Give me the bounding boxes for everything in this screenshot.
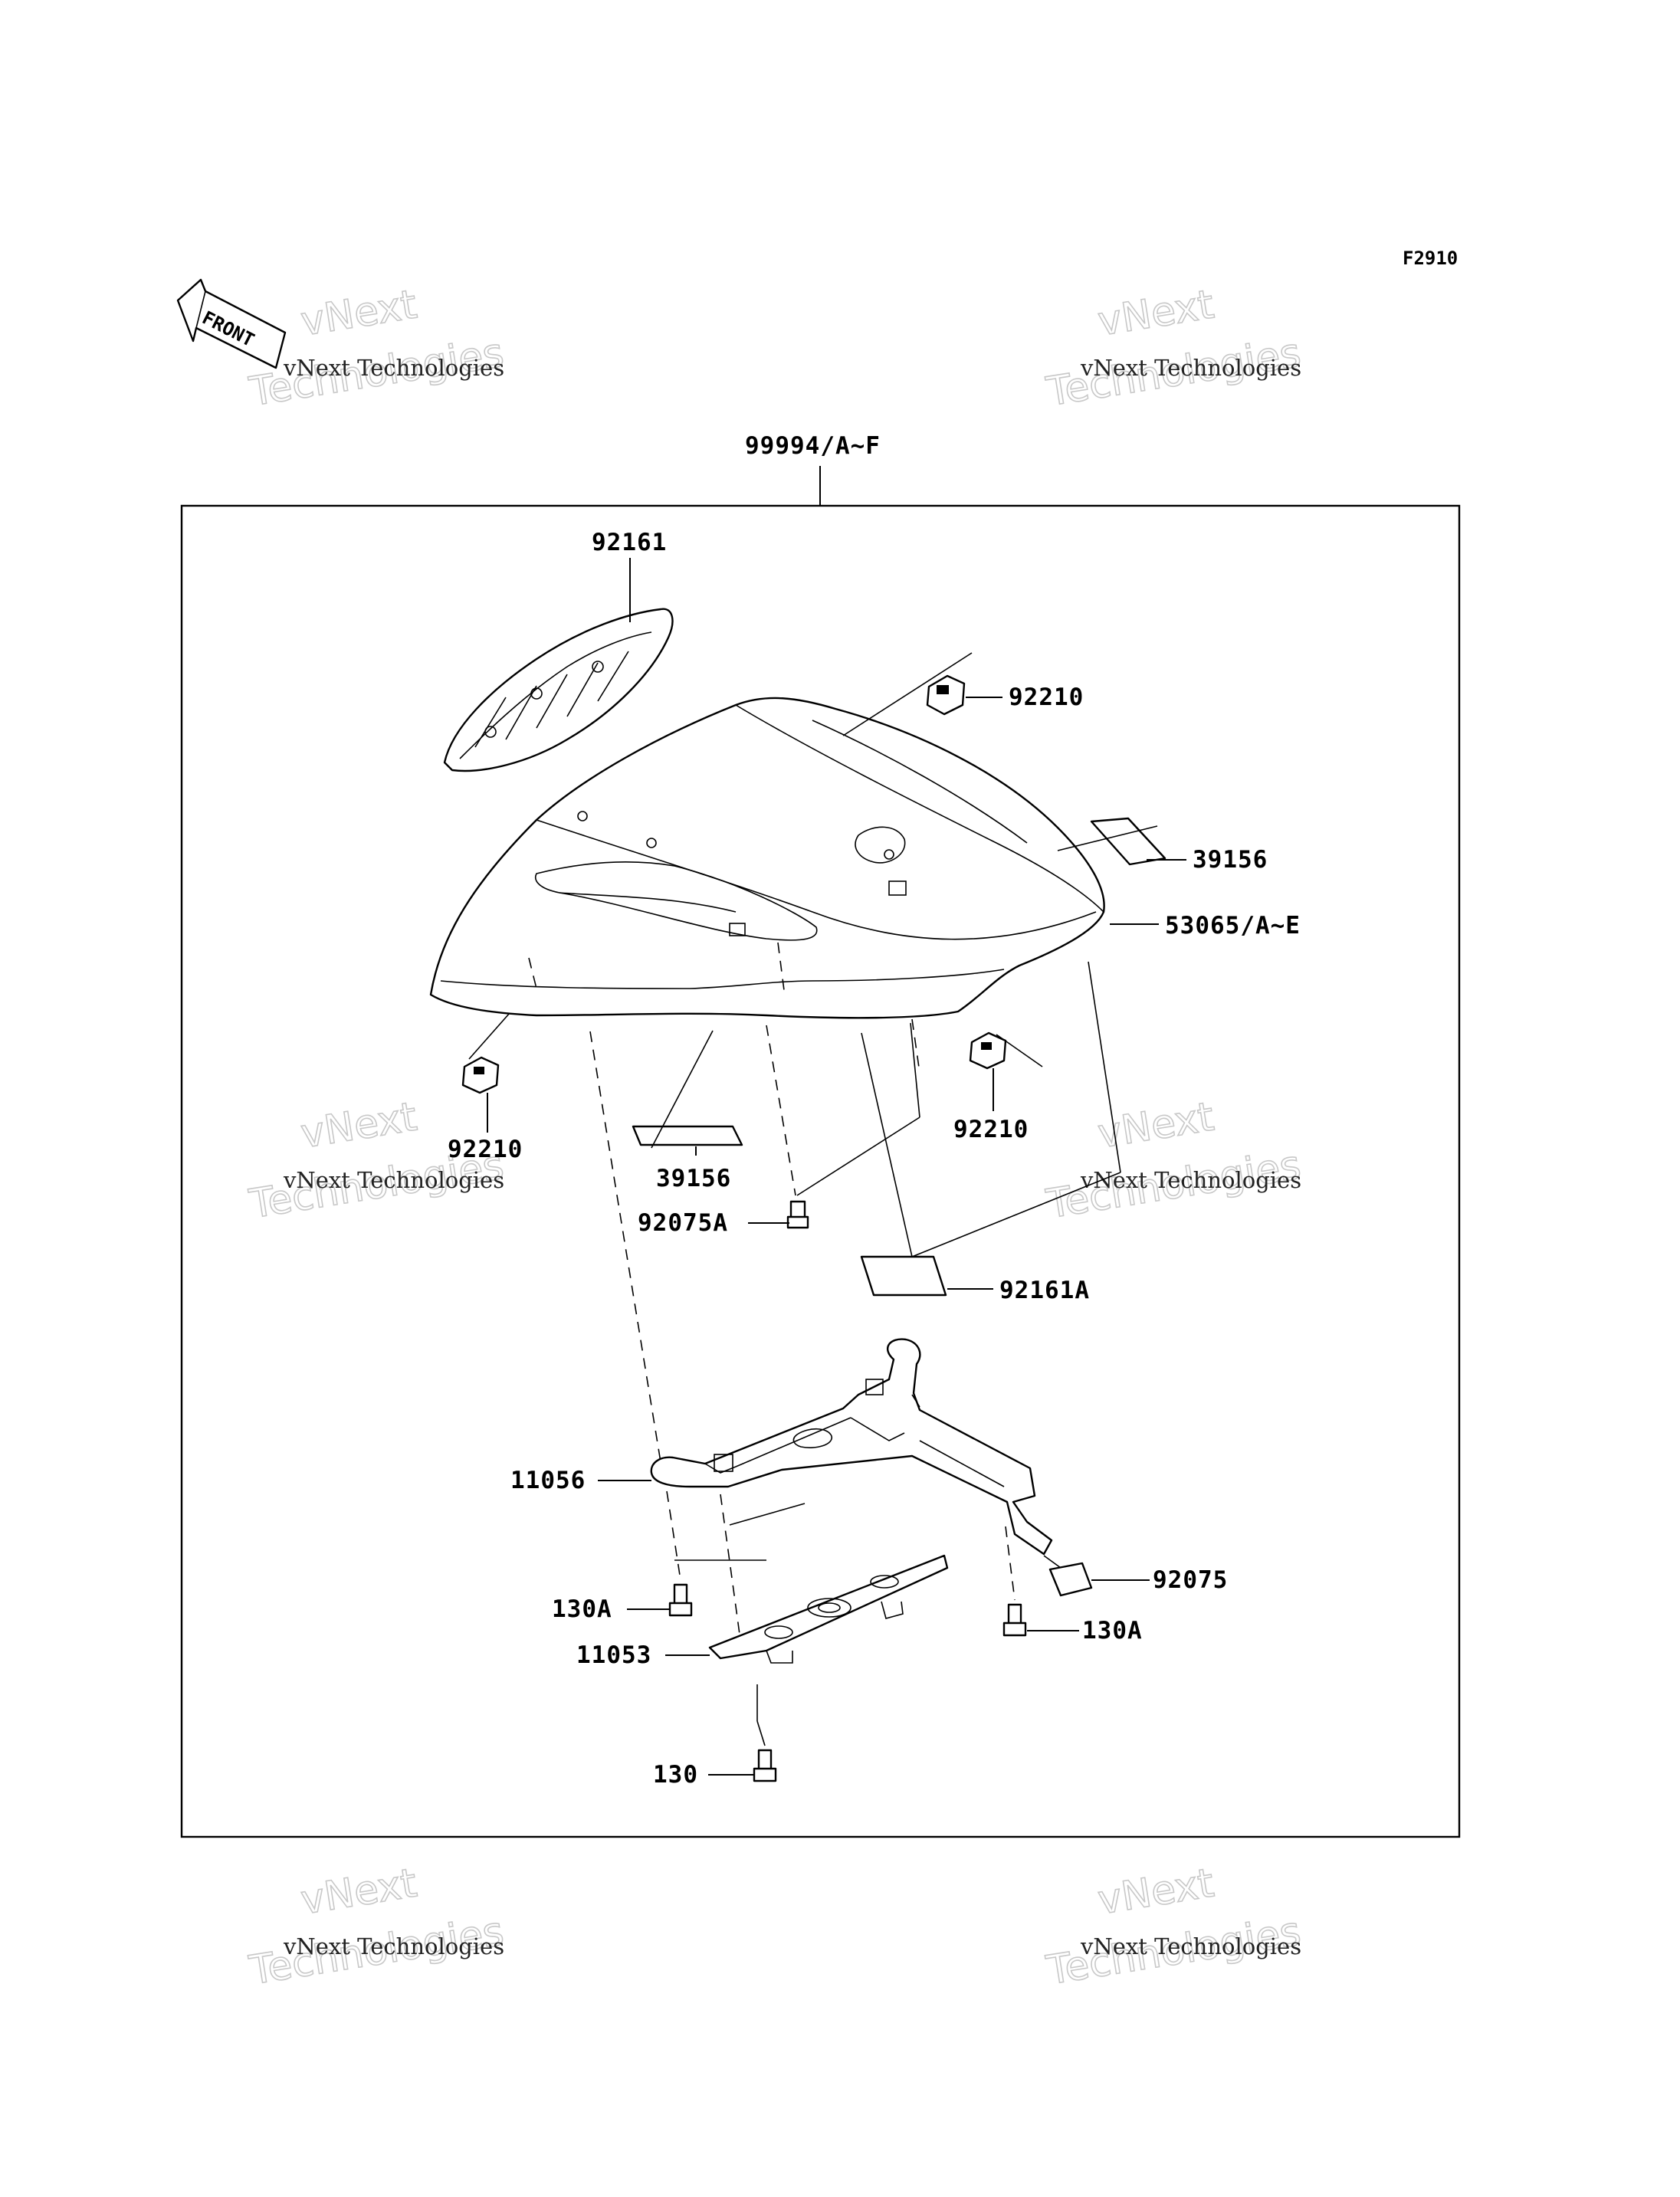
svg-text:vNext Technologies: vNext Technologies: [283, 1933, 504, 1959]
svg-text:vNext: vNext: [1095, 282, 1217, 346]
label-pad-right: 39156: [1193, 846, 1268, 874]
plate-part: [665, 1494, 949, 1664]
svg-text:vNext Technologies: vNext Technologies: [1080, 1933, 1301, 1959]
bolt-right-part: [1002, 1526, 1079, 1637]
damper-part: [1043, 1555, 1150, 1597]
seat-cowl-part: [429, 697, 1105, 1019]
diagram-code: F2910: [1403, 248, 1458, 269]
svg-text:vNext: vNext: [298, 1861, 420, 1924]
label-bolt-right: 130A: [1082, 1617, 1143, 1644]
front-arrow-icon: FRONT: [176, 278, 287, 369]
label-seat-cowl: 53065/A~E: [1165, 912, 1301, 939]
label-nut-right: 92210: [953, 1116, 1029, 1143]
svg-text:vNext Technologies: vNext Technologies: [1080, 355, 1301, 381]
pad-bottom-part: [632, 1030, 743, 1156]
bolt-left-part: [627, 1490, 693, 1617]
label-bracket: 11056: [510, 1467, 586, 1494]
kit-frame: [180, 504, 1461, 1838]
bracket-part: [589, 1031, 1053, 1556]
label-screw: 92075A: [638, 1209, 728, 1237]
label-nut-top: 92210: [1009, 684, 1084, 711]
svg-text:vNext Technologies: vNext Technologies: [283, 355, 504, 381]
nut-right-part: [969, 1031, 1043, 1111]
label-plate: 11053: [576, 1641, 651, 1669]
svg-text:vNext: vNext: [1095, 1861, 1217, 1924]
svg-text:vNext Technologies: vNext Technologies: [1080, 1167, 1301, 1193]
label-pad-bottom: 39156: [656, 1165, 731, 1192]
label-bolt-bottom: 130: [653, 1761, 698, 1789]
label-sheet: 92161A: [999, 1277, 1090, 1304]
svg-text:vNext Technologies: vNext Technologies: [283, 1167, 504, 1193]
cover-trim-part: [443, 558, 674, 772]
watermark-bottom-right: vNext Technologies vNext Technologies: [1042, 1860, 1304, 1995]
label-nut-left: 92210: [448, 1136, 523, 1163]
svg-text:vNext: vNext: [298, 1094, 420, 1158]
watermark-top-right: vNext Technologies vNext Technologies: [1042, 281, 1304, 416]
label-kit: 99994/A~F: [745, 432, 881, 460]
watermark-mid-right: vNext Technologies vNext Technologies: [1042, 1094, 1304, 1228]
watermark-bottom-left: vNext Technologies vNext Technologies: [245, 1860, 507, 1995]
nut-top-part: [842, 652, 1002, 736]
pad-right-part: [1057, 817, 1186, 866]
bolt-bottom-part: [708, 1684, 777, 1782]
svg-text:vNext: vNext: [298, 282, 420, 346]
label-bolt-left: 130A: [552, 1595, 612, 1623]
label-damper: 92075: [1153, 1566, 1228, 1594]
label-cover-trim: 92161: [592, 529, 667, 556]
screw-part: [748, 1022, 920, 1229]
nut-left-part: [461, 1012, 510, 1133]
sheet-part: [860, 961, 1121, 1297]
